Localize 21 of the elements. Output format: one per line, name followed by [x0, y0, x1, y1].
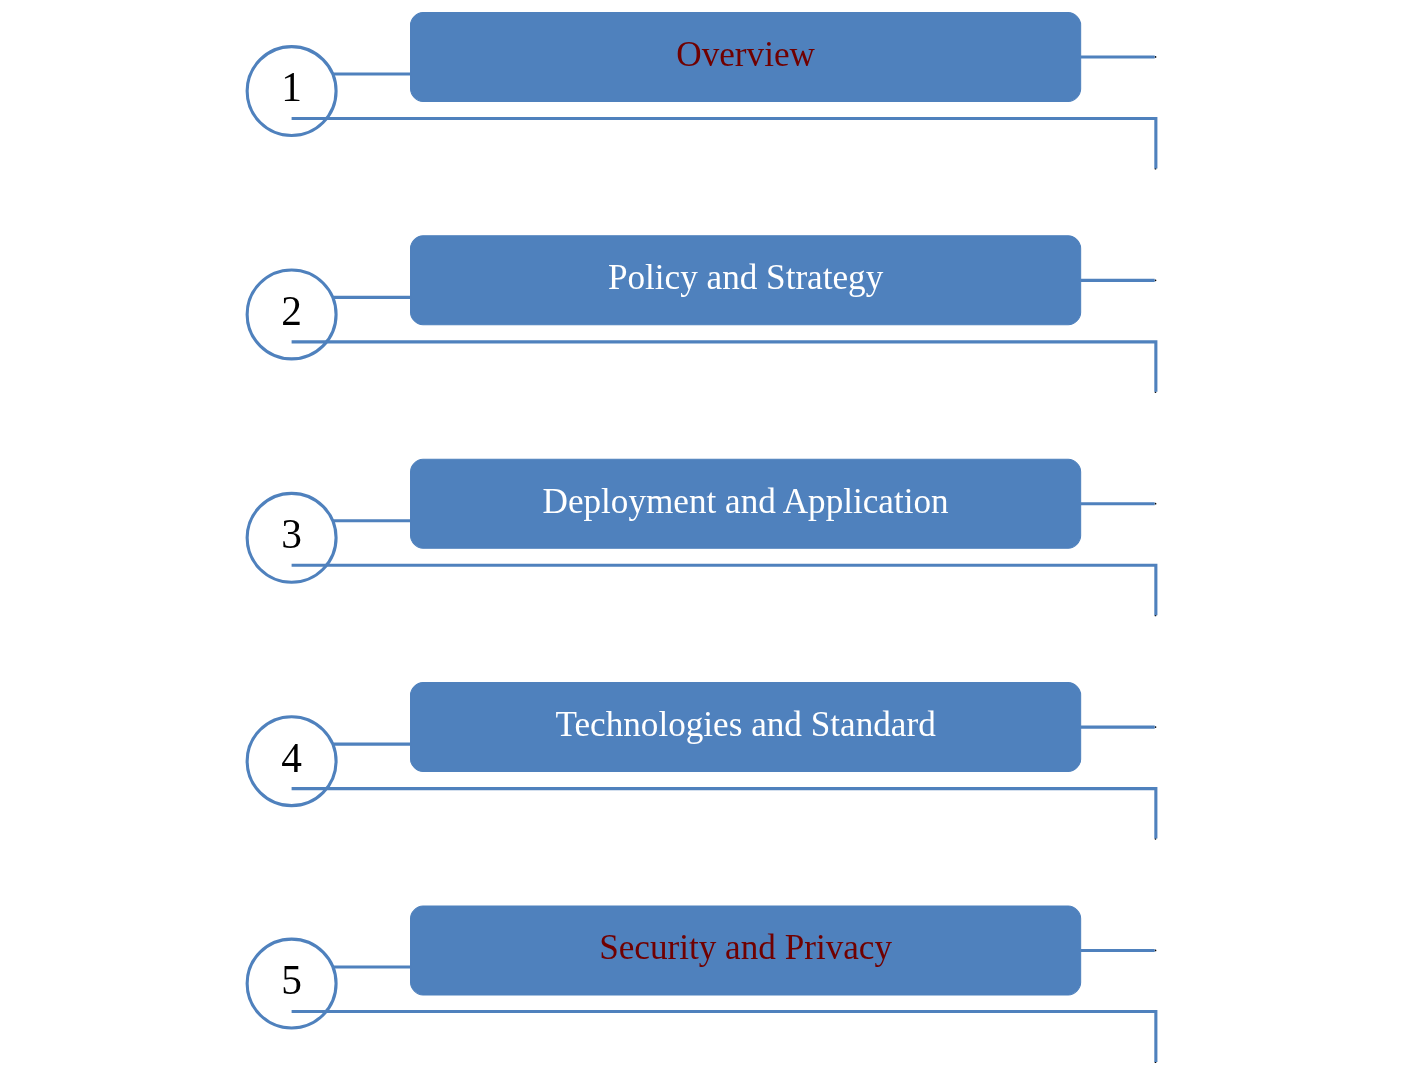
node-box: Security and Privacy	[409, 905, 1081, 996]
node-circle: 2	[245, 268, 338, 361]
connector	[1080, 725, 1155, 729]
node-circle: 1	[245, 45, 338, 138]
connector	[332, 742, 410, 746]
node-box: Deployment and Application	[409, 458, 1081, 549]
node-box: Overview	[409, 11, 1081, 102]
connector	[291, 116, 1157, 169]
node-circle: 5	[245, 937, 338, 1030]
connector	[332, 965, 410, 969]
node-box: Technologies and Standard	[409, 682, 1081, 773]
node-box: Policy and Strategy	[409, 235, 1081, 326]
connector	[1080, 278, 1155, 282]
node-circle: 4	[245, 715, 338, 808]
connector	[332, 72, 410, 76]
node-circle: 3	[245, 491, 338, 584]
connector	[332, 519, 410, 523]
connector	[1080, 55, 1155, 59]
connector	[1080, 948, 1155, 952]
connector	[1080, 502, 1155, 506]
connector	[332, 295, 410, 299]
